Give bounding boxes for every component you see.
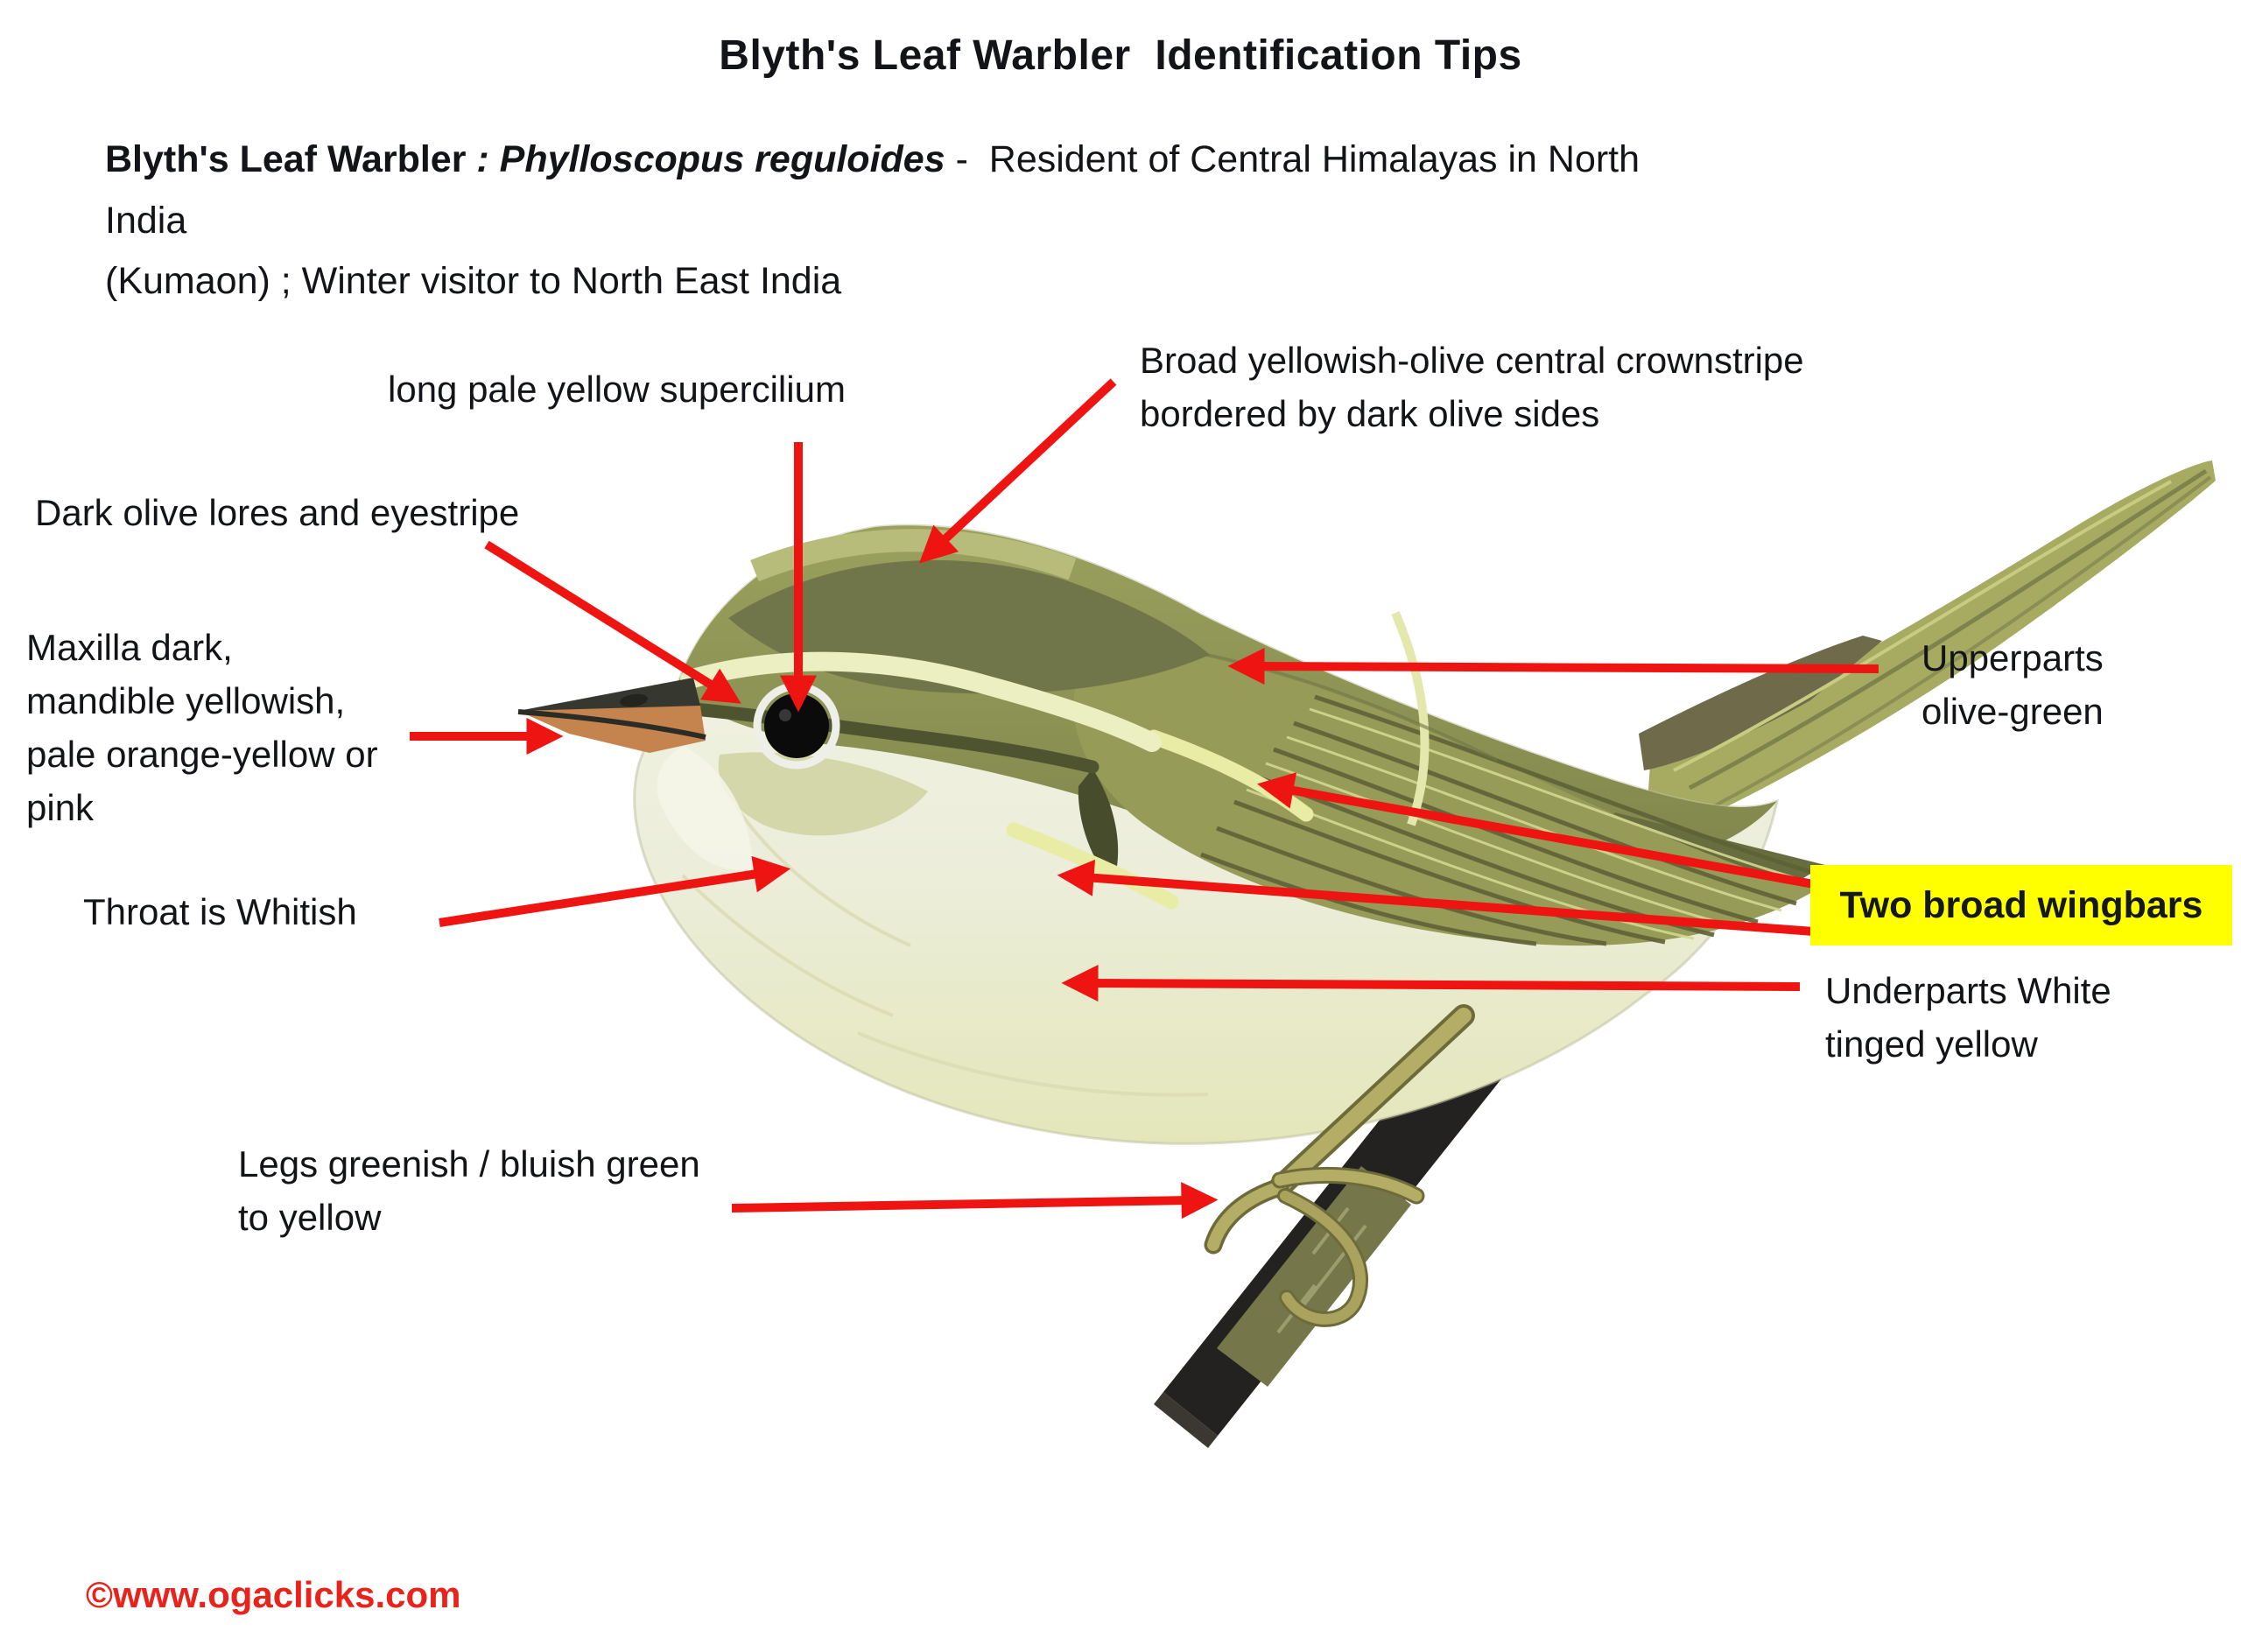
species-range-text: - Resident of Central Himalayas in North… (105, 138, 1650, 242)
central-crownstripe (750, 529, 1077, 582)
arrow-underparts (1061, 965, 1801, 1002)
copyright-watermark: ©www.ogaclicks.com (86, 1574, 461, 1615)
label-supercilium: long pale yellow supercilium (388, 369, 846, 410)
arrow-legs (731, 1182, 1219, 1220)
label-lores-eyestripe: Dark olive lores and eyestripe (35, 492, 520, 533)
lower-wingbar (1006, 822, 1179, 910)
eyestripe (669, 700, 1099, 774)
bird-eye (764, 693, 829, 758)
arrow-wingbar-upper (1256, 772, 1815, 889)
arrow-wingbar-lower (1057, 859, 1815, 936)
nostril (620, 693, 648, 707)
label-wingbars-highlight: Two broad wingbars (1810, 865, 2232, 946)
bird-legs (1204, 1004, 1475, 1327)
label-bill: Maxilla dark,mandible yellowish,pale ora… (26, 627, 378, 828)
bird-head (517, 529, 1210, 870)
species-name: Blyth's Leaf Warbler (105, 138, 467, 180)
supercilium-stripe (680, 651, 1162, 752)
label-crownstripe: Broad yellowish-olive central crownstrip… (1140, 340, 1804, 434)
arrow-upperparts (1227, 648, 1879, 685)
label-throat: Throat is Whitish (83, 891, 357, 932)
species-subtitle: Blyth's Leaf Warbler : Phylloscopus regu… (105, 130, 1716, 313)
arrow-throat (439, 855, 791, 927)
species-scientific-name: : Phylloscopus reguloides (466, 138, 945, 180)
page-title: Blyth's Leaf Warbler Identification Tips (719, 32, 1522, 79)
species-range-line2: (Kumaon) ; Winter visitor to North East … (105, 260, 842, 303)
label-wingbars: Two broad wingbars (1839, 883, 2203, 926)
arrow-crownstripe (918, 378, 1117, 564)
arrow-lores-eyestripe (484, 540, 741, 704)
bird-illustration (517, 460, 2216, 1448)
annotation-arrows (410, 378, 1879, 1220)
